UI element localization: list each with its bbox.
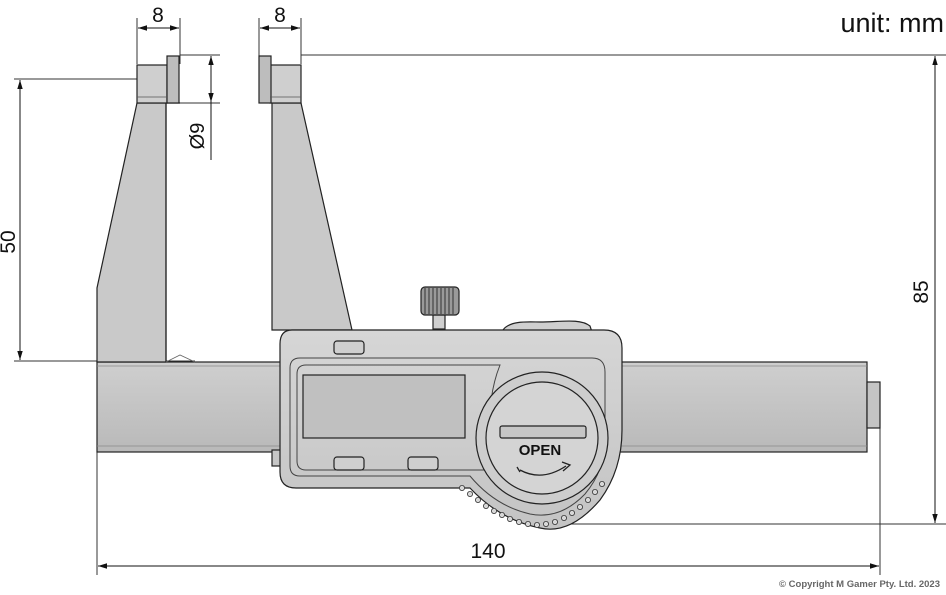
lcd-screen (302, 374, 466, 439)
dim-tip-left: 8 (152, 4, 164, 27)
battery-open-label: OPEN (519, 442, 562, 459)
battery-cover-slot (499, 425, 587, 439)
unit-label: unit: mm (840, 8, 944, 38)
button-top (333, 340, 365, 355)
dim-tip-right: 8 (274, 4, 286, 27)
dim-total-height: 85 (910, 280, 933, 303)
extension-lines (14, 18, 946, 575)
beam-end-cap (866, 381, 881, 429)
caliper-body (96, 55, 881, 530)
fixed-jaw (96, 102, 180, 363)
button-bottom-right (407, 456, 439, 471)
dimension-lines (17, 25, 938, 569)
knurl-dots (458, 480, 606, 529)
dim-tip-diameter: Ø9 (187, 123, 209, 150)
dim-jaw-depth: 50 (0, 230, 20, 253)
sliding-jaw (271, 102, 353, 331)
button-bottom-left (333, 456, 365, 471)
copyright-text: © Copyright M Gamer Pty. Ltd. 2023 (779, 579, 940, 590)
dim-total-length: 140 (470, 540, 505, 563)
rotate-arrow (519, 465, 567, 476)
